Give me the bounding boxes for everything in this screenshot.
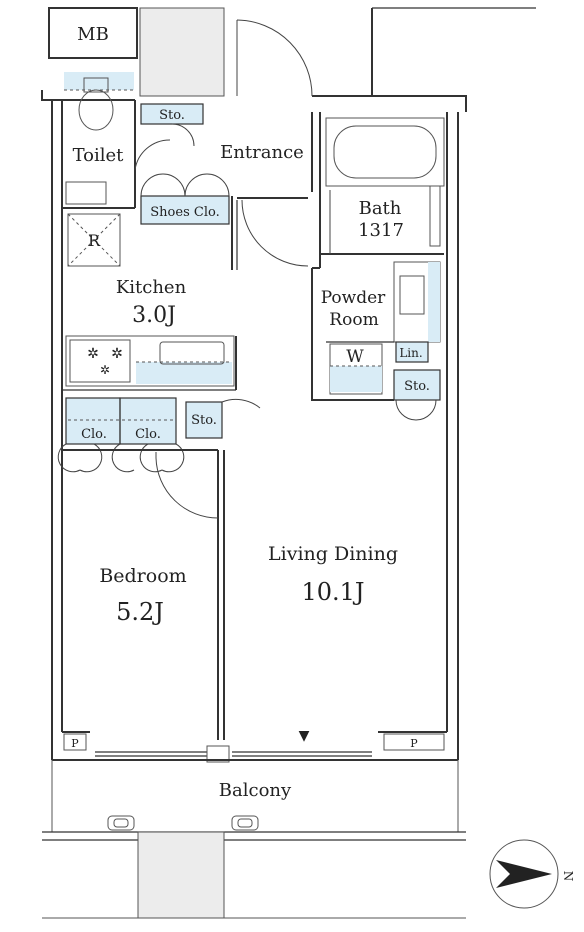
shoes-closet-label: Shoes Clo. [150,205,219,220]
sto-top-box [141,104,203,124]
entry-marker-icon: ▼ [299,728,310,744]
kitchen-sink [159,341,225,365]
sto-top-label: Sto. [159,108,185,123]
burner-icon: ✲ [100,363,110,377]
refrigerator-box [67,213,121,267]
sto-right-label: Sto. [404,379,430,394]
bedroom-size: 5.2J [116,598,164,626]
kitchen-counter [65,335,235,387]
bathtub [325,117,445,187]
bath-label: Bath [359,198,402,219]
mb-box [48,7,138,59]
living-dining-label: Living Dining [268,543,398,565]
stove [69,339,131,383]
top-shaft [140,8,224,96]
toilet-fixture [78,89,114,131]
pipe-left-box [63,733,87,751]
bath-size: 1317 [358,220,404,241]
sto-mid-box [185,401,223,439]
sliding-windows [95,751,372,757]
ac-unit-left [107,815,135,831]
entrance-label: Entrance [220,142,304,163]
washer-label: W [346,347,364,367]
closet-1-label: Clo. [81,427,107,442]
bedroom-label: Bedroom [99,565,186,587]
linen-box [395,341,429,363]
balcony-rail [42,831,466,841]
linen-label: Lin. [399,346,422,360]
burner-icon: ✲ [87,346,99,362]
kitchen-size: 3.0J [132,303,176,328]
compass-north-label: N [561,871,575,882]
pipe-right-box [383,733,445,751]
sto-right-box [393,369,441,401]
shoes-closet-box [141,196,229,224]
living-dining-size: 10.1J [301,578,364,606]
compass-icon [489,839,559,909]
pipe-left-label: P [71,737,79,750]
closet-2-label: Clo. [135,427,161,442]
ac-unit-right [231,815,259,831]
kitchen-label: Kitchen [116,277,187,298]
toilet-label: Toilet [73,145,125,166]
sto-mid-label: Sto. [191,413,217,428]
refrigerator-label: R [88,231,101,250]
bottom-shaft [138,832,224,918]
compass-arrow-icon [496,860,552,888]
burner-icon: ✲ [111,346,123,362]
balcony-label: Balcony [219,780,292,801]
powder-room-label-1: Powder [321,288,386,308]
pipe-right-label: P [410,737,418,750]
mb-label: MB [77,24,109,45]
powder-room-label-2: Room [329,310,378,330]
